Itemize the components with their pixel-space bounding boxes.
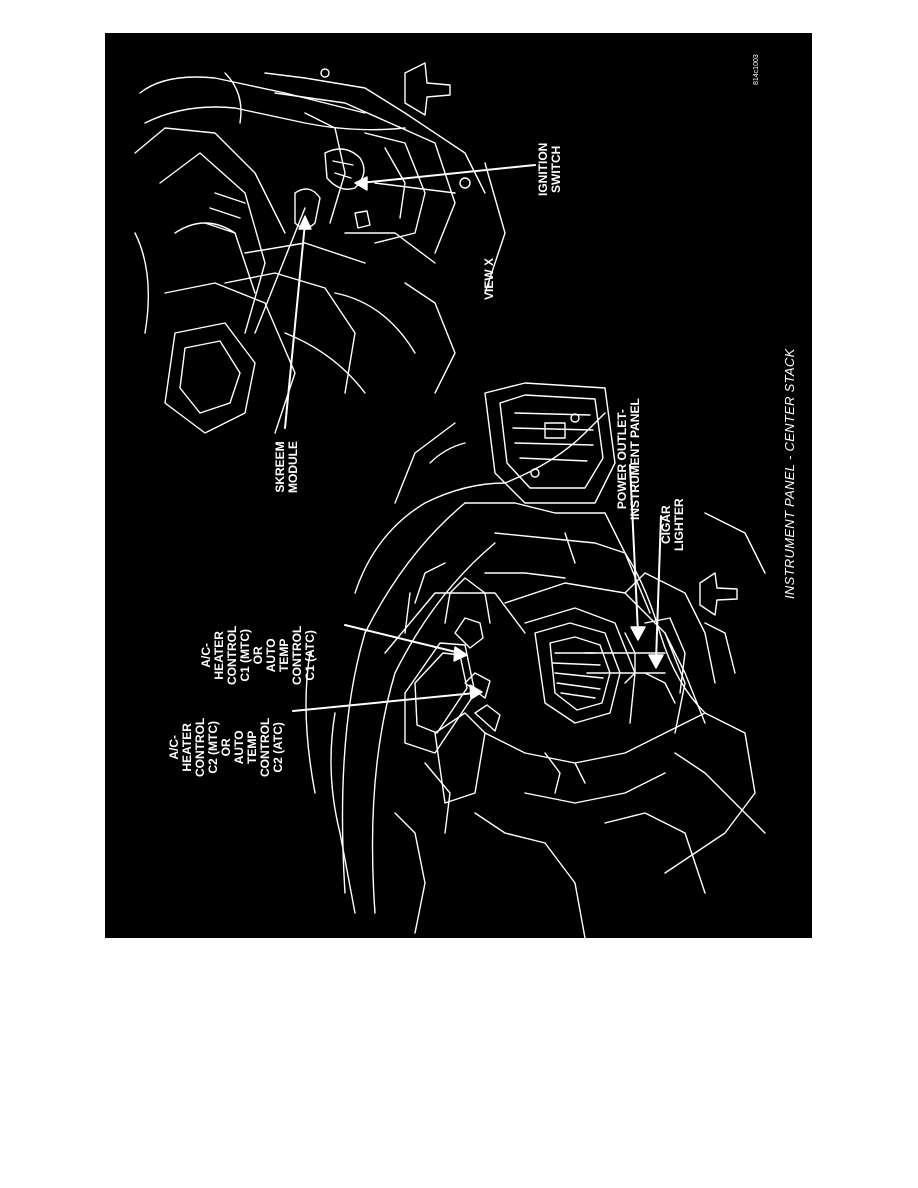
line-art [134, 62, 766, 938]
leader-cigar-lighter [655, 515, 662, 662]
view-x-drawing [134, 62, 506, 434]
label-cigar-lighter: CIGAR LIGHTER [659, 498, 686, 551]
label-hvac-c2: A/C- HEATER CONTROL C2 (MTC) OR AUTO TEM… [167, 717, 285, 777]
arrowhead-cigar-lighter [648, 654, 664, 669]
arrowhead-hvac-c1 [453, 646, 468, 662]
leader-hvac-c1 [344, 624, 461, 654]
arrowhead-hvac-c2 [469, 684, 483, 700]
label-power-outlet: POWER OUTLET- INSTRUMENT PANEL [615, 398, 642, 520]
figure-caption: INSTRUMENT PANEL - CENTER STACK [782, 348, 797, 599]
arrowhead-ignition-switch [354, 176, 368, 191]
label-hvac-c1: A/C- HEATER CONTROL C1 (MTC) OR AUTO TEM… [199, 625, 317, 685]
arrowhead-skreem-module [298, 215, 312, 230]
leader-hvac-c2 [292, 692, 476, 712]
leader-skreem-module [284, 222, 306, 429]
arrowhead-power-outlet [630, 626, 646, 641]
label-ignition-switch: IGNITION SWITCH [536, 142, 563, 196]
leader-power-outlet [629, 464, 639, 634]
leader-ignition-switch [359, 164, 536, 184]
label-view-x: VIEW X [482, 257, 496, 300]
center-stack-drawing [305, 382, 766, 938]
diagram-figure: 814c1003 IGNITION SWITCH VIEW X SKREEM M… [105, 33, 812, 938]
label-skreem-module: SKREEM MODULE [273, 441, 300, 493]
figure-code: 814c1003 [753, 54, 760, 85]
